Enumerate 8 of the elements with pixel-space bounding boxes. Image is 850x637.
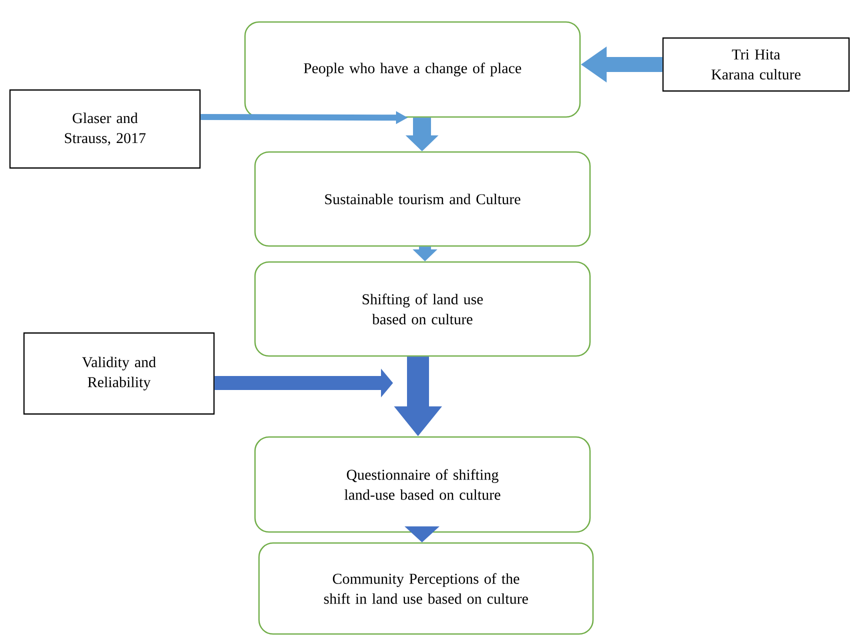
process-box: Questionnaire of shifting land-use based on culture [254, 436, 591, 533]
input-box: Tri Hita Karana culture [662, 37, 850, 92]
process-box: Shifting of land use based on culture [254, 261, 591, 357]
process-box: People who have a change of place [244, 21, 581, 118]
input-box: Validity and Reliability [23, 332, 215, 415]
process-box: Sustainable tourism and Culture [254, 151, 591, 247]
process-box: Community Perceptions of the shift in land use based on culture [258, 542, 594, 635]
input-box: Glaser and Strauss, 2017 [9, 89, 201, 169]
